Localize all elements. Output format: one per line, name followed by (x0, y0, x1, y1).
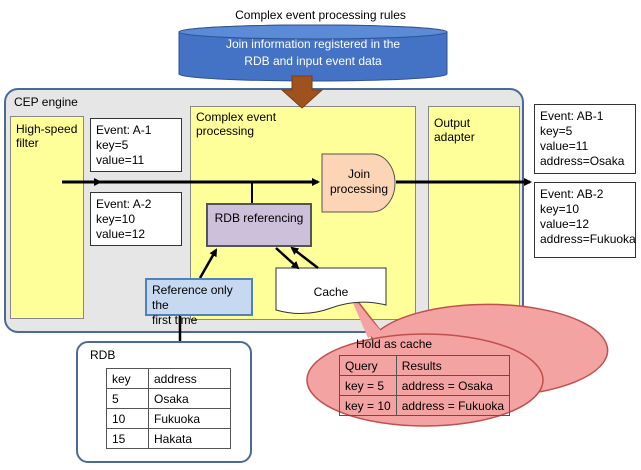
table-cell: 15 (106, 428, 149, 449)
table-row: 5 Osaka (106, 388, 231, 409)
event-key: key=10 (540, 202, 580, 216)
cache-label: Cache (313, 285, 349, 299)
table-cell: address = Osaka (395, 375, 511, 396)
table-header-row: key address (106, 368, 231, 389)
filter-line-2: filter (16, 136, 39, 150)
event-key: key=5 (96, 138, 129, 152)
table-row: key = 5 address = Osaka (339, 375, 511, 396)
event-key: key=10 (96, 212, 136, 226)
join-processing-shape (321, 153, 396, 213)
cache-down-arrow (275, 247, 300, 270)
filter-line-1: High-speed (16, 122, 78, 136)
event-ab2-box: Event: AB-2 key=10 value=12 address=Fuku… (534, 182, 636, 258)
cep-line-1: Complex event (196, 110, 277, 124)
join-line-1: Join (347, 167, 370, 181)
output-adapter-line-2: adapter (434, 130, 475, 144)
event-value: value=12 (540, 217, 590, 231)
event-a2-box: Event: A-2 key=10 value=12 (90, 192, 182, 246)
join-processing-label: Join processing (326, 167, 392, 197)
event-key: key=5 (540, 124, 573, 138)
table-cell: key = 10 (339, 395, 397, 416)
table-cell: 10 (106, 408, 149, 429)
diagram-title: Complex event processing rules (235, 8, 406, 22)
rdb-referencing-label: RDB referencing (214, 211, 304, 225)
hold-cache-label: Hold as cache (356, 337, 433, 351)
high-speed-filter (10, 116, 84, 319)
rules-line-1: Join information registered in the (225, 37, 401, 51)
note-to-rdbref-arrow (198, 248, 218, 279)
filter-label: High-speed filter (16, 122, 77, 150)
event-a1-box: Event: A-1 key=5 value=11 (90, 118, 182, 172)
table-header-row: Query Results (339, 355, 511, 376)
event-value: value=11 (540, 139, 589, 153)
table-header-cell: key (106, 368, 149, 389)
event-name: Event: AB-1 (540, 109, 604, 123)
reference-note: Reference only the first time (145, 278, 253, 327)
rdb-table: key address 5 Osaka 10 Fukuoka 15 Hakata (106, 368, 231, 449)
join-line-2: processing (329, 182, 389, 196)
reference-note-line-1: Reference only the (152, 283, 233, 312)
table-header-cell: Query (339, 355, 397, 376)
output-adapter-label: Output adapter (434, 116, 475, 144)
rules-text: Join information registered in the RDB a… (178, 36, 448, 70)
event-value: value=12 (96, 227, 146, 241)
cep-line-2: processing (196, 124, 255, 138)
cache-shape (275, 267, 387, 314)
table-row: key = 10 address = Fukuoka (339, 395, 511, 416)
table-cell: address = Fukuoka (395, 395, 511, 416)
table-cell: key = 5 (339, 375, 397, 396)
output-adapter (428, 106, 520, 320)
table-cell: Osaka (148, 388, 231, 409)
event-value: value=11 (96, 153, 145, 167)
event-name: Event: A-2 (96, 197, 152, 211)
hold-cache-table: Query Results key = 5 address = Osaka ke… (339, 355, 511, 416)
rules-cylinder (178, 24, 448, 82)
rules-down-arrow (280, 75, 324, 109)
output-adapter-line-1: Output (434, 116, 471, 130)
table-cell: Fukuoka (148, 408, 231, 429)
table-header-cell: Results (395, 355, 511, 376)
reference-note-line-2: first time (152, 313, 198, 327)
rdb-referencing-box: RDB referencing (206, 203, 312, 247)
event-address: address=Fukuoka (540, 232, 636, 246)
cep-label: Complex event processing (196, 110, 276, 138)
table-header-cell: address (148, 368, 231, 389)
table-cell: Hakata (148, 428, 231, 449)
event-ab1-box: Event: AB-1 key=5 value=11 address=Osaka (534, 104, 636, 174)
table-cell: 5 (106, 388, 149, 409)
event-address: address=Osaka (540, 154, 625, 168)
rdb-label: RDB (90, 348, 116, 362)
event-name: Event: A-1 (96, 123, 152, 137)
cep-engine-label: CEP engine (14, 95, 78, 109)
table-row: 15 Hakata (106, 428, 231, 449)
table-row: 10 Fukuoka (106, 408, 231, 429)
rules-line-2: RDB and input event data (244, 54, 382, 68)
cache-up-arrow (290, 246, 319, 269)
event-name: Event: AB-2 (540, 187, 604, 201)
